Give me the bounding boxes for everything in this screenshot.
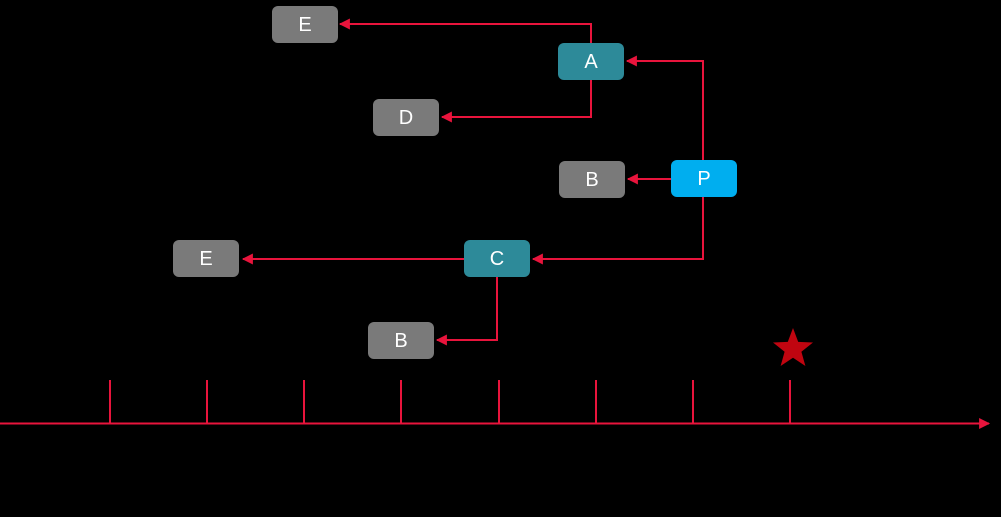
node-e-mid: E (173, 240, 239, 277)
node-b-top: B (559, 161, 625, 198)
timeline-ticks (109, 380, 791, 423)
node-label: E (298, 13, 312, 36)
node-label: C (489, 247, 505, 270)
node-label: E (199, 247, 213, 270)
node-d: D (373, 99, 439, 136)
node-p: P (671, 160, 737, 197)
node-b-bottom: B (368, 322, 434, 359)
node-label: P (697, 167, 711, 190)
node-label: A (584, 50, 598, 73)
node-a: A (558, 43, 624, 80)
edge-a-to-d (440, 80, 592, 123)
edge-p-to-a (625, 55, 704, 160)
star-icon (773, 328, 813, 366)
node-c: C (464, 240, 530, 277)
node-label: B (394, 329, 408, 352)
node-label: B (585, 168, 599, 191)
edge-p-to-c (531, 197, 704, 265)
node-e-top: E (272, 6, 338, 43)
node-label: D (398, 106, 414, 129)
edge-a-to-e-top (338, 18, 592, 43)
edge-c-to-b-bottom (435, 277, 498, 346)
